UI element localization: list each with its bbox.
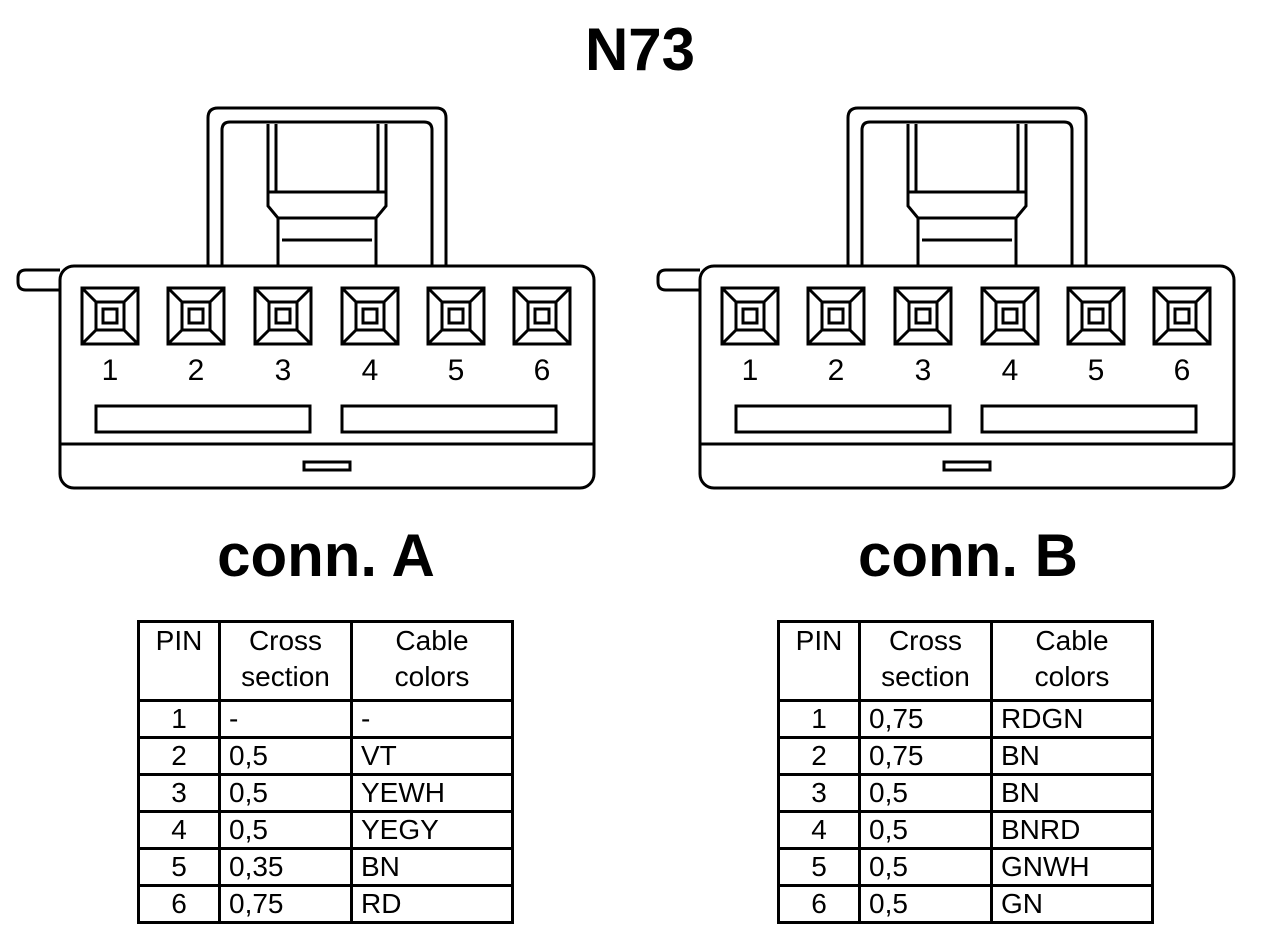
cross-section-cell: 0,5 [858,847,993,887]
pin-cavity [806,286,866,346]
pin-number: 4 [362,354,379,387]
cross-section-cell: 0,5 [858,810,993,850]
pin-cell: 5 [777,847,861,887]
cable-color-cell: BNRD [990,810,1154,850]
pin-squares [80,286,572,346]
cable-color-cell: BN [350,847,514,887]
diagram-title: N73 [584,16,696,83]
table-row: 1-- [137,699,514,739]
pin-cavity [1066,286,1126,346]
pin-number: 5 [448,354,465,387]
cable-color-cell: - [350,699,514,739]
housing [656,264,1236,490]
pin-cavity [720,286,780,346]
pin-cell: 4 [777,810,861,850]
pin-number: 2 [188,354,205,387]
header-pin: PIN [137,620,221,702]
cross-section-cell: 0,5 [858,773,993,813]
pin-cavity [512,286,572,346]
pin-cell: 6 [777,884,861,924]
pin-cell: 4 [137,810,221,850]
pin-cell: 5 [137,847,221,887]
pin-cavity [893,286,953,346]
pin-cell: 1 [137,699,221,739]
cable-color-cell: YEGY [350,810,514,850]
latch [846,106,1088,266]
pin-number: 6 [534,354,551,387]
pin-cell: 2 [777,736,861,776]
cross-section-cell: 0,5 [218,810,353,850]
connector-b-drawing: 1 2 3 4 5 6 [656,106,1236,490]
cross-section-cell: 0,75 [218,884,353,924]
pin-number: 3 [275,354,292,387]
pin-cavity [1152,286,1212,346]
pin-number: 6 [1174,354,1191,387]
pin-number: 1 [742,354,759,387]
pin-cavity [426,286,486,346]
pin-numbers: 1 2 3 4 5 6 [742,354,1191,387]
pin-squares [720,286,1212,346]
pin-cell: 1 [777,699,861,739]
pin-cavity [253,286,313,346]
connector-a-label: conn. A [217,522,435,589]
pin-number: 1 [102,354,119,387]
connector-b-label: conn. B [858,522,1078,589]
pin-number: 3 [915,354,932,387]
pin-cavity [166,286,226,346]
cross-section-cell: 0,75 [858,699,993,739]
pin-cell: 3 [137,773,221,813]
cable-color-cell: BN [990,773,1154,813]
pin-cavity [980,286,1040,346]
cable-color-cell: BN [990,736,1154,776]
pin-cell: 6 [137,884,221,924]
cross-section-cell: 0,5 [218,736,353,776]
connector-a-drawing: 1 2 3 4 5 6 [16,106,596,490]
pin-cavity [80,286,140,346]
cable-color-cell: RDGN [990,699,1154,739]
cross-section-cell: 0,35 [218,847,353,887]
cable-color-cell: YEWH [350,773,514,813]
pin-cell: 3 [777,773,861,813]
cross-section-cell: 0,75 [858,736,993,776]
cross-section-cell: - [218,699,353,739]
pin-cavity [340,286,400,346]
cable-color-cell: GN [990,884,1154,924]
cross-section-cell: 0,5 [218,773,353,813]
pin-cell: 2 [137,736,221,776]
latch [206,106,448,266]
pin-number: 2 [828,354,845,387]
pin-number: 5 [1088,354,1105,387]
cable-color-cell: GNWH [990,847,1154,887]
header-pin: PIN [777,620,861,702]
pin-numbers: 1 2 3 4 5 6 [102,354,551,387]
cable-color-cell: RD [350,884,514,924]
cable-color-cell: VT [350,736,514,776]
cross-section-cell: 0,5 [858,884,993,924]
housing [16,264,596,490]
pin-number: 4 [1002,354,1019,387]
